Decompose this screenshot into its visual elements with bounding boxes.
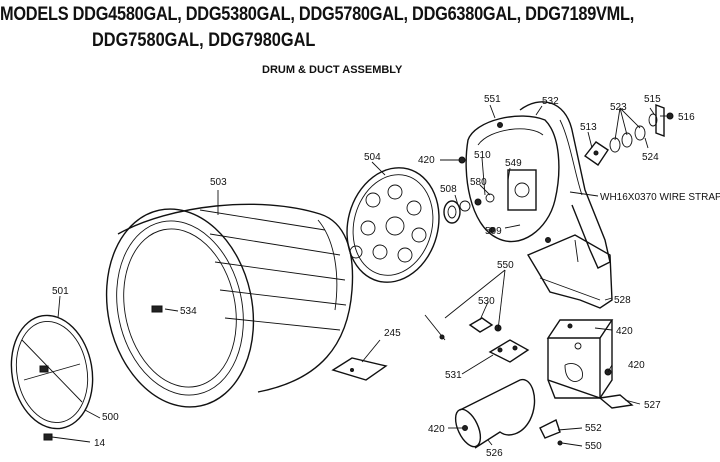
callout-516: 516 bbox=[678, 112, 695, 123]
callout-524: 524 bbox=[642, 152, 659, 163]
callout-523: 523 bbox=[610, 102, 627, 113]
callout-508: 508 bbox=[440, 184, 457, 195]
callout-515: 515 bbox=[644, 94, 661, 105]
drum bbox=[105, 203, 354, 408]
callout-420-top: 420 bbox=[418, 155, 435, 166]
bearing-assembly bbox=[443, 156, 495, 224]
callout-504: 504 bbox=[364, 152, 381, 163]
callout-510: 510 bbox=[474, 150, 491, 161]
rear-bulkhead-duct bbox=[465, 101, 611, 269]
callout-527: 527 bbox=[644, 400, 661, 411]
callout-534: 534 bbox=[180, 306, 197, 317]
callout-550-bottom: 550 bbox=[585, 441, 602, 452]
callout-420-right-upper: 420 bbox=[616, 326, 633, 337]
callout-500: 500 bbox=[102, 412, 119, 423]
diagram-subtitle: DRUM & DUCT ASSEMBLY bbox=[262, 64, 403, 76]
callout-245: 245 bbox=[384, 328, 401, 339]
callout-552: 552 bbox=[585, 423, 602, 434]
callout-420-right-lower: 420 bbox=[628, 360, 645, 371]
callout-509: 509 bbox=[485, 226, 502, 237]
drum-front-seal bbox=[10, 314, 94, 430]
idler-hardware bbox=[583, 103, 674, 166]
screw-14 bbox=[43, 433, 91, 443]
bracket-245 bbox=[331, 339, 388, 381]
callout-551: 551 bbox=[484, 94, 501, 105]
callout-501: 501 bbox=[52, 286, 69, 297]
duct-528 bbox=[526, 234, 613, 309]
callout-labels: 501 500 14 503 534 504 245 420 508 510 5… bbox=[52, 94, 720, 459]
page-title-continued: DDG7580GAL, DDG7980GAL bbox=[92, 30, 316, 51]
callout-530: 530 bbox=[478, 296, 495, 307]
drum-rear-panel bbox=[346, 167, 440, 283]
callout-526: 526 bbox=[486, 448, 503, 459]
callout-532: 532 bbox=[542, 96, 559, 107]
thermostat-assembly bbox=[424, 314, 530, 363]
callout-420-bottom: 420 bbox=[428, 424, 445, 435]
callout-528: 528 bbox=[614, 295, 631, 306]
page-title: MODELS DDG4580GAL, DDG5380GAL, DDG5780GA… bbox=[0, 4, 635, 25]
callout-531: 531 bbox=[445, 370, 462, 381]
gas-valve-cylinder bbox=[454, 379, 563, 449]
callout-513: 513 bbox=[580, 122, 597, 133]
callout-503: 503 bbox=[210, 177, 227, 188]
callout-leaders bbox=[57, 104, 668, 447]
callout-550-top: 550 bbox=[497, 260, 514, 271]
callout-549: 549 bbox=[505, 158, 522, 169]
callout-580: 580 bbox=[470, 177, 487, 188]
callout-wire-strap: WH16X0370 WIRE STRAP bbox=[600, 192, 720, 203]
callout-14: 14 bbox=[94, 438, 106, 449]
